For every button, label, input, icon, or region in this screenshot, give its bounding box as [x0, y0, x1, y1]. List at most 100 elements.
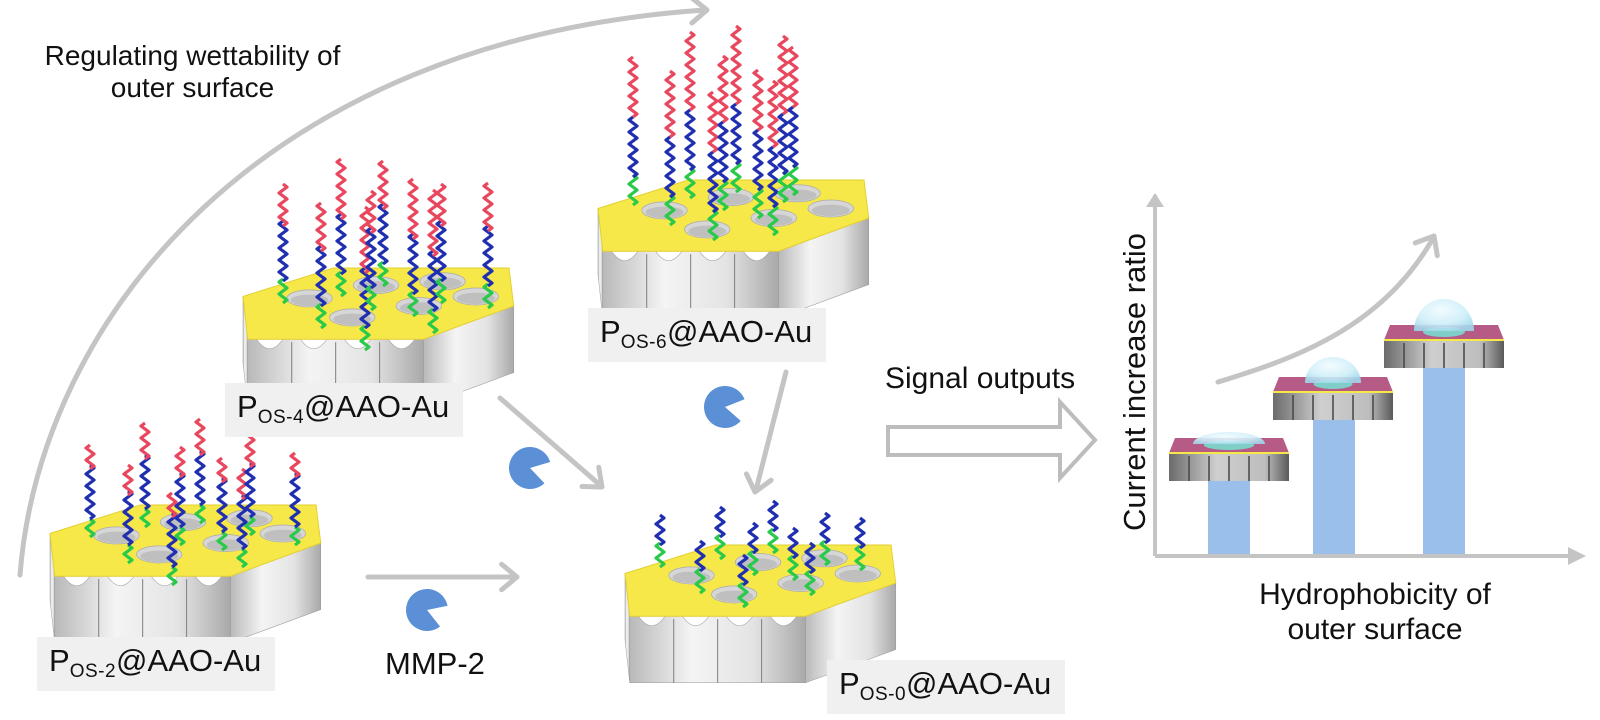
curve-arrow-shaft	[17, 7, 708, 578]
strand-segment-red	[174, 445, 186, 479]
strand-segment-blue	[787, 526, 799, 560]
strand-segment-red	[407, 177, 419, 241]
regulating-wettability-label: Regulating wettability of outer surface	[0, 40, 385, 104]
strand-segment-green	[787, 163, 799, 197]
wettability-curve-arrow	[17, 0, 710, 578]
strand-segment-red	[139, 421, 151, 461]
strand-segment-blue	[289, 471, 301, 529]
strand-segment-blue	[365, 226, 377, 290]
chart-ylabel: Current increase ratio	[1117, 232, 1153, 532]
strand-segment-blue	[804, 541, 816, 575]
strand-segment-red	[359, 205, 371, 275]
membrane-pore-inner	[811, 204, 850, 217]
strand-segment-green	[694, 567, 706, 595]
dna-strand	[804, 541, 816, 597]
x-axis-arrow	[1568, 547, 1586, 565]
strand-group	[654, 499, 866, 609]
dna-strand	[122, 463, 134, 565]
strand-segment-green	[707, 208, 719, 242]
label-subscript: OS-2	[69, 661, 117, 682]
dna-strand	[365, 189, 377, 312]
strand-segment-green	[277, 277, 289, 305]
strand-segment-green	[315, 302, 327, 330]
dna-strand	[819, 511, 831, 567]
strand-segment-red	[717, 54, 729, 124]
strand-segment-green	[365, 284, 377, 312]
xlabel-line-1: Hydrophobicity of	[1259, 578, 1491, 611]
strand-segment-blue	[737, 553, 749, 587]
dna-strand	[435, 182, 447, 305]
strand-segment-green	[777, 170, 789, 204]
strand-segment-green	[654, 541, 666, 569]
strand-segment-blue	[777, 112, 789, 176]
strand-segment-blue	[664, 135, 676, 199]
strand-segment-green	[767, 203, 779, 237]
strand-segment-blue	[139, 453, 151, 511]
strand-segment-blue	[244, 461, 256, 519]
strand-segment-blue	[84, 463, 96, 521]
strand-segment-green	[854, 544, 866, 572]
label-suffix: @AAO-Au	[667, 314, 813, 349]
strand-segment-red	[216, 456, 228, 484]
dna-strand	[194, 417, 206, 525]
regulating-line-1: Regulating wettability of	[44, 40, 341, 71]
dna-strand	[664, 69, 676, 227]
strand-segment-green	[84, 517, 96, 539]
strand-segment-red	[482, 181, 494, 233]
strand-segment-blue	[767, 499, 779, 533]
process-arrows	[365, 369, 789, 593]
dna-strand	[714, 505, 726, 561]
dna-strand	[377, 159, 389, 288]
arrow-os6-head	[743, 471, 774, 495]
strand-segment-red	[684, 30, 696, 112]
strand-segment-red	[787, 45, 799, 109]
label-subscript: OS-4	[257, 407, 305, 428]
dna-strand	[139, 421, 151, 529]
dna-strand	[84, 443, 96, 539]
strand-segment-green	[787, 554, 799, 582]
strand-segment-blue	[174, 471, 186, 529]
strand-segment-blue	[216, 476, 228, 534]
strand-segment-blue	[714, 505, 726, 539]
strand-segment-blue	[166, 511, 178, 569]
sample-label-os2: POS-2@AAO-Au	[37, 637, 276, 691]
strand-segment-blue	[377, 202, 389, 266]
strand-segment-green	[139, 507, 151, 529]
strand-segment-blue	[707, 150, 719, 214]
strand-segment-green	[767, 527, 779, 555]
strand-segment-blue	[694, 539, 706, 573]
strand-segment-green	[427, 307, 439, 335]
strand-segment-green	[804, 569, 816, 597]
arrow-os4-head	[579, 464, 605, 490]
label-subscript: OS-6	[620, 332, 668, 353]
strand-segment-blue	[122, 489, 134, 547]
strand-segment-green	[752, 186, 764, 220]
strand-segment-red	[315, 201, 327, 253]
strand-segment-green	[244, 515, 256, 537]
strand-segment-blue	[277, 219, 289, 283]
strand-segment-green	[435, 277, 447, 305]
strand-segment-red	[664, 69, 676, 139]
strand-segment-green	[407, 290, 419, 318]
water-droplet	[1305, 357, 1361, 383]
strand-segment-blue	[627, 115, 639, 179]
strand-segment-red	[277, 182, 289, 228]
dna-strand	[289, 451, 301, 547]
bar-low	[1208, 470, 1250, 554]
dna-strand	[752, 68, 764, 220]
label-prefix: P	[839, 666, 860, 701]
strand-segment-green	[684, 166, 696, 200]
strand-segment-blue	[236, 493, 248, 551]
pacman-enzyme-icon	[704, 386, 745, 428]
strand-segment-green	[289, 525, 301, 547]
trend-arrow-head	[1412, 233, 1440, 259]
dna-strand	[777, 34, 789, 204]
dna-strand	[482, 181, 494, 310]
strand-segment-red	[707, 90, 719, 154]
strand-segment-red	[427, 188, 439, 258]
enzyme-shape	[406, 589, 448, 631]
membrane-os6	[597, 179, 870, 319]
membrane-pore-inner	[754, 214, 793, 226]
dna-strand	[854, 516, 866, 572]
y-axis-arrow	[1146, 193, 1164, 207]
